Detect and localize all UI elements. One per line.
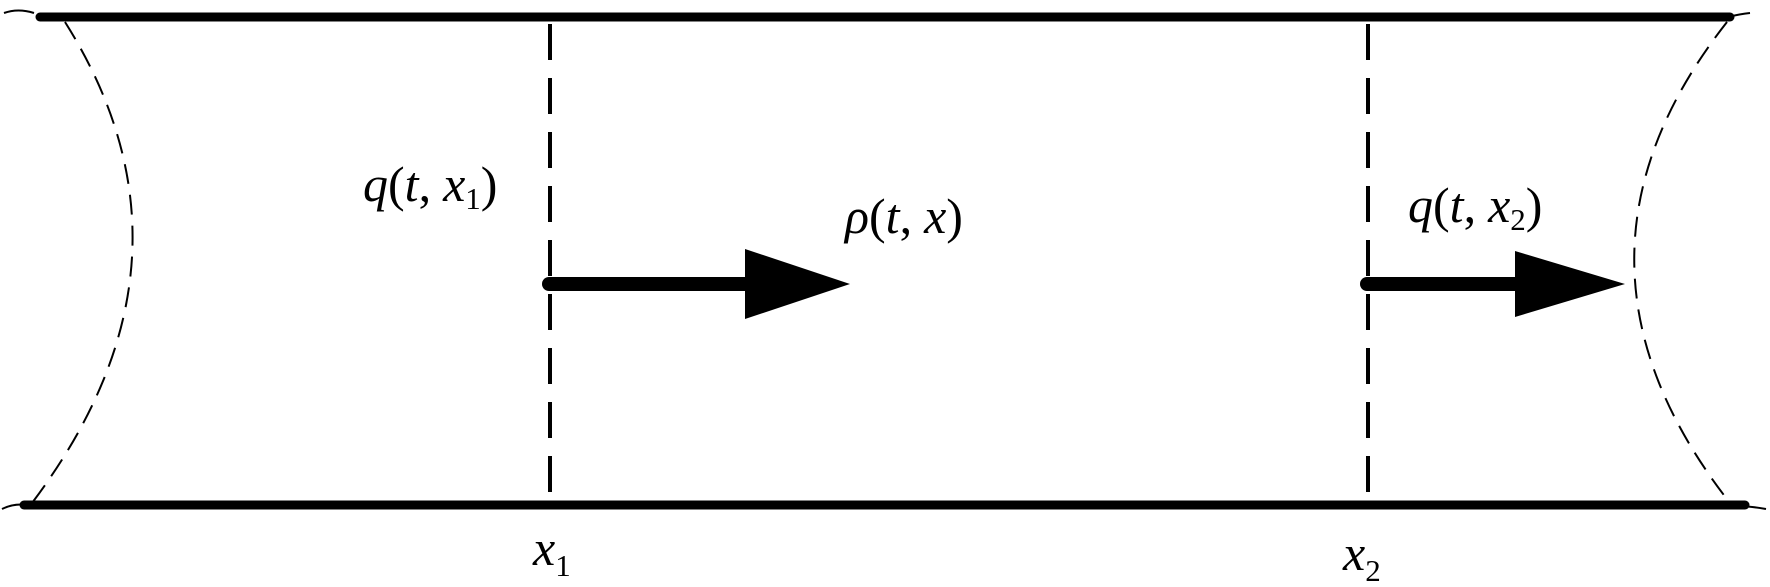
pipe-bottom-wall-right-end: [1741, 505, 1767, 510]
pipe-top-wall-right-end: [1727, 12, 1751, 18]
flux-arrow-x1: [542, 249, 850, 319]
pipe-bottom-wall-left-end: [1, 503, 29, 510]
flux-arrow-x2-head: [1515, 251, 1625, 317]
density-label: ρ(t,x): [843, 188, 963, 244]
flux-arrow-x2: [1360, 251, 1625, 317]
flux-label-x1: q(t,x1): [363, 156, 497, 216]
flux-arrow-x1-head: [745, 249, 850, 319]
pipe-top-wall-left-end: [3, 9, 35, 14]
flux-label-x2: q(t,x2): [1408, 177, 1542, 237]
right-end-curve: [1633, 21, 1731, 504]
position-label-x1: x1: [532, 520, 571, 583]
position-label-x2: x2: [1342, 525, 1381, 587]
left-end-curve: [31, 21, 134, 504]
